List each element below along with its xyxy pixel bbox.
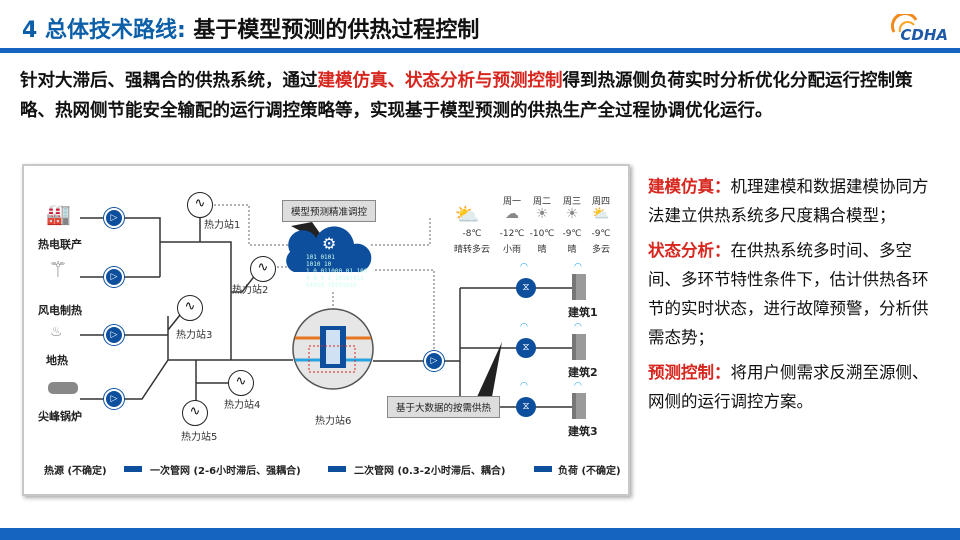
- partly-cloudy-icon: ⛅: [454, 202, 480, 226]
- day-weather: 小雨: [502, 245, 521, 255]
- wifi-icon: ◠: [574, 322, 582, 332]
- heat-exchanger-icon: ∿: [187, 192, 213, 218]
- station-label: 热力站6: [315, 416, 352, 427]
- title-number: 4 总体技术路线:: [22, 18, 186, 43]
- station-label: 热力站5: [181, 432, 218, 443]
- heat-exchanger-icon: ∿: [182, 400, 208, 426]
- intro-paragraph: 针对大滞后、强耦合的供热系统，通过建模仿真、状态分析与预测控制得到热源侧负荷实时…: [20, 66, 920, 126]
- source-wind: 风电制热: [38, 304, 82, 317]
- today-temp: -8℃: [462, 229, 482, 239]
- building-label: 建筑2: [568, 366, 598, 379]
- legend-arrow-icon: [534, 466, 552, 472]
- method-key: 状态分析：: [648, 241, 731, 260]
- bigdata-heating-box: 基于大数据的按需供热: [387, 396, 501, 418]
- partly-cloudy-icon: ⛅: [592, 206, 610, 222]
- sun-icon: ☀: [565, 206, 579, 222]
- intro-highlight: 建模仿真、状态分析与预测控制: [317, 71, 563, 91]
- method-descriptions: 建模仿真：机理建模和数据建模协同方法建立供热系统多尺度耦合模型； 状态分析：在供…: [648, 172, 938, 422]
- today-weather: 晴转多云: [453, 245, 490, 255]
- legend-primary-network: 一次管网 (2-6小时滞后、强耦合): [150, 466, 301, 477]
- page-title: 4 总体技术路线: 基于模型预测的供热过程控制: [22, 12, 479, 44]
- intro-text-2: 得到热源侧负荷实时分析优化分配运行控制策略、热网侧节能安全输配的运行调控策略等，…: [20, 71, 913, 121]
- pump-icon: ▷: [104, 389, 124, 409]
- weekday: 周三: [562, 197, 581, 207]
- model-predictive-control-box: 模型预测精准调控: [282, 200, 377, 222]
- source-peak-boiler: 尖峰锅炉: [38, 410, 82, 423]
- building-label: 建筑3: [568, 425, 598, 438]
- method-state-analysis: 状态分析：在供热系统多时间、多空间、多环节特性条件下，估计供热各环节的实时状态，…: [648, 236, 938, 352]
- wifi-icon: ◠: [574, 262, 582, 272]
- station-label: 热力站4: [224, 400, 261, 411]
- valve-icon: ⧖: [516, 278, 536, 298]
- heat-exchanger-icon: ∿: [177, 295, 203, 321]
- building-icon: [572, 334, 586, 360]
- boiler-icon: [48, 382, 78, 394]
- footer-bar: [0, 528, 960, 540]
- binary-line: 0 0 0 1 10101011: [306, 275, 364, 282]
- station-label: 热力站1: [204, 220, 241, 231]
- heat-exchanger-icon: ∿: [250, 256, 276, 282]
- power-plant-icon: 🏭: [46, 202, 71, 226]
- pump-icon: ▷: [104, 325, 124, 345]
- source-chp: 热电联产: [38, 238, 82, 251]
- weekday: 周一: [502, 197, 521, 207]
- method-text: 在供热系统多时间、多空间、多环节特性条件下，估计供热各环节的实时状态，进行故障预…: [648, 241, 929, 347]
- method-text: 将用户侧需求反溯至源侧、网侧的运行调控方案。: [648, 363, 929, 411]
- pump-icon: ▷: [104, 208, 124, 228]
- legend-source: 热源 (不确定): [44, 466, 107, 477]
- legend-secondary-network: 二次管网 (0.3-2小时滞后、耦合): [354, 466, 506, 477]
- logo-text: CDHA: [900, 26, 948, 44]
- station-label: 热力站3: [176, 330, 213, 341]
- day-temp: -12℃: [499, 229, 525, 239]
- binary-line: 101 0101: [306, 254, 335, 261]
- building-icon: [572, 393, 586, 419]
- valve-icon: ⧖: [516, 338, 536, 358]
- day-weather: 晴: [567, 245, 577, 255]
- rain-icon: ☁: [505, 206, 519, 222]
- binary-line: 1010 10: [306, 261, 332, 268]
- method-key: 预测控制：: [648, 363, 731, 382]
- legend-arrow-icon: [124, 466, 142, 472]
- title-subtitle: 基于模型预测的供热过程控制: [185, 18, 480, 43]
- day-weather: 多云: [591, 245, 610, 255]
- binary-line: 1 0 011000 01 100: [306, 268, 368, 275]
- day-temp: -10℃: [529, 229, 555, 239]
- heat-exchanger-icon: ∿: [228, 370, 254, 396]
- weekday: 周四: [591, 197, 610, 207]
- day-temp: -9℃: [562, 229, 582, 239]
- sun-icon: ☀: [535, 206, 549, 222]
- wind-turbine-icon: ⚚: [48, 258, 68, 283]
- building-label: 建筑1: [568, 306, 598, 319]
- brain-icon: ⚙: [322, 234, 337, 253]
- method-text: 机理建模和数据建模协同方法建立供热系统多尺度耦合模型；: [648, 177, 929, 225]
- wifi-icon: ◠: [520, 381, 528, 391]
- day-temp: -9℃: [591, 229, 611, 239]
- legend-arrow-icon: [328, 466, 346, 472]
- building-icon: [572, 274, 586, 300]
- pipe-network: [80, 204, 578, 408]
- wifi-icon: ◠: [520, 322, 528, 332]
- intro-text-1: 针对大滞后、强耦合的供热系统，通过: [20, 71, 318, 91]
- wifi-icon: ◠: [574, 381, 582, 391]
- station-label: 热力站2: [232, 285, 269, 296]
- method-modeling: 建模仿真：机理建模和数据建模协同方法建立供热系统多尺度耦合模型；: [648, 172, 938, 230]
- method-predictive-control: 预测控制：将用户侧需求反溯至源侧、网侧的运行调控方案。: [648, 358, 938, 416]
- source-geothermal: 地热: [46, 354, 68, 367]
- binary-line: 01010 10101010: [306, 282, 357, 289]
- cdha-logo: CDHA: [886, 14, 948, 44]
- method-key: 建模仿真：: [648, 177, 731, 196]
- day-weather: 晴: [537, 245, 547, 255]
- wifi-icon: ◠: [520, 262, 528, 272]
- pump-icon: ▷: [424, 351, 444, 371]
- valve-icon: ⧖: [516, 397, 536, 417]
- header-divider: [0, 48, 960, 53]
- geothermal-icon: ♨: [50, 324, 63, 340]
- pump-icon: ▷: [104, 267, 124, 287]
- weekday: 周二: [532, 197, 551, 207]
- legend-load: 负荷 (不确定): [558, 466, 621, 477]
